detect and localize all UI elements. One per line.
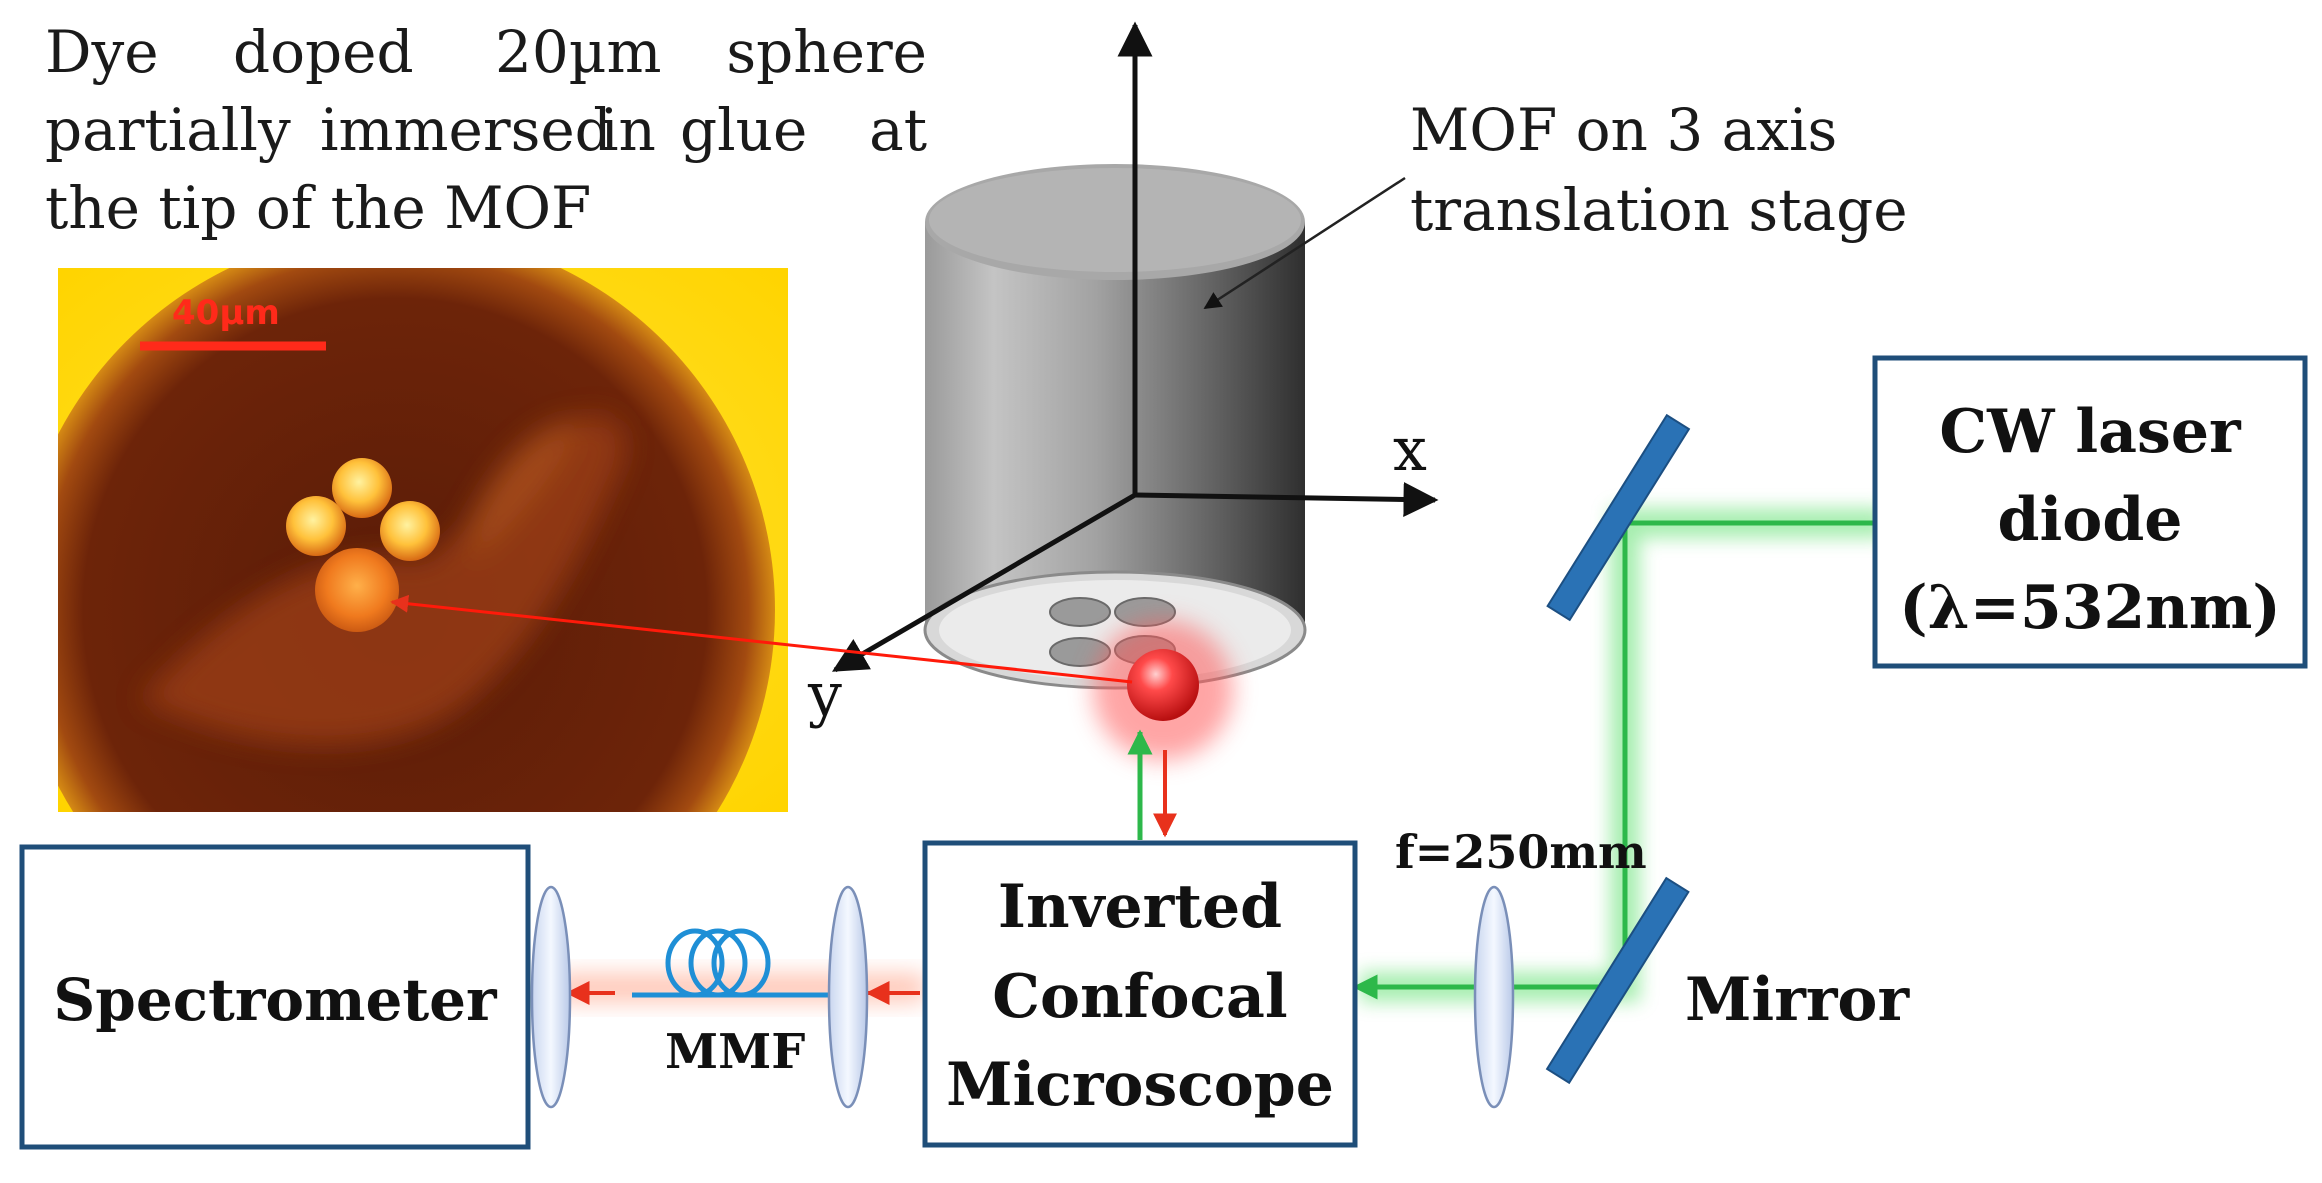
x-axis — [1134, 481, 1439, 517]
y-axis — [831, 492, 1137, 673]
mof-cylinder — [923, 164, 1307, 760]
caption-word: in — [600, 96, 656, 164]
microscope-label-line: Confocal — [992, 962, 1287, 1032]
mof-note-line: translation stage — [1410, 176, 1908, 244]
microscope-box: Inverted Confocal Microscope — [922, 840, 1358, 1148]
caption-word: at — [869, 96, 927, 164]
caption-word: sphere — [726, 18, 927, 86]
y-axis-label: y — [807, 660, 842, 730]
collection-lens-right — [827, 885, 869, 1109]
dye-sphere — [1127, 649, 1199, 721]
spectrometer-box: Spectrometer — [19, 844, 531, 1150]
mirror-label: Mirror — [1685, 965, 1910, 1035]
scale-bar-label: 40µm — [172, 293, 280, 333]
microscope-label-line: Microscope — [946, 1050, 1334, 1120]
caption-word: 20µm — [495, 18, 662, 86]
axes: x y — [807, 21, 1439, 730]
sphere-caption: Dye doped 20µm sphere partially immersed… — [45, 18, 927, 242]
fiber-hole — [1049, 597, 1111, 627]
caption-line: the tip of the MOF — [45, 174, 591, 242]
caption-word: glue — [680, 96, 807, 164]
x-axis-label: x — [1393, 415, 1427, 485]
focusing-lens-label: f=250mm — [1395, 825, 1647, 879]
mmf-fiber: MMF — [632, 928, 845, 1080]
spectrometer-label: Spectrometer — [53, 966, 498, 1034]
bead — [286, 496, 346, 556]
micrograph: 40µm — [58, 268, 788, 812]
caption-word: immersed — [320, 96, 612, 164]
mof-note: MOF on 3 axis translation stage — [1203, 96, 1908, 310]
upper-mirror — [1546, 413, 1691, 622]
mmf-label: MMF — [665, 1024, 805, 1080]
mof-note-line: MOF on 3 axis — [1410, 96, 1837, 164]
collection-lens-left — [530, 885, 572, 1109]
cw-laser-box: CW laser diode (λ=532nm) — [1872, 355, 2308, 669]
dye-sphere-image — [315, 548, 399, 632]
caption-word: partially — [45, 96, 291, 164]
focusing-lens — [1473, 885, 1515, 1109]
caption-word: Dye — [45, 18, 159, 86]
microscope-label-line: Inverted — [998, 872, 1282, 942]
caption-word: doped — [233, 18, 414, 86]
bead — [332, 458, 392, 518]
laser-label-line: (λ=532nm) — [1899, 573, 2280, 643]
laser-label-line: diode — [1998, 485, 2183, 555]
bead — [380, 501, 440, 561]
mof-note-pointer — [1203, 176, 1406, 310]
lower-mirror — [1545, 876, 1690, 1085]
sphere-pointer-arrow — [390, 594, 1133, 684]
laser-label-line: CW laser — [1939, 397, 2242, 467]
